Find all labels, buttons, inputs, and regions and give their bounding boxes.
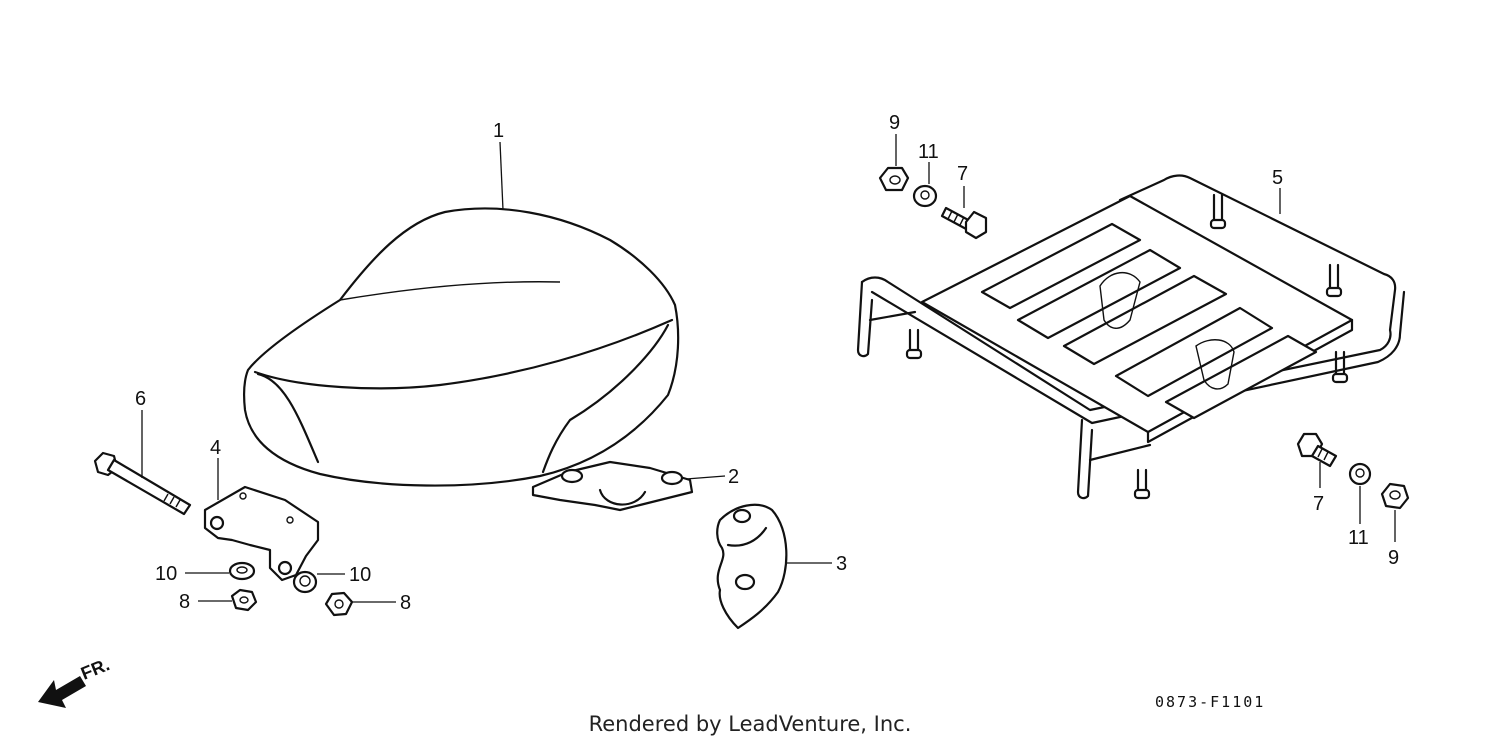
bolt-part-7-lower[interactable]: 7 — [1296, 432, 1338, 515]
washer-part-10-left[interactable]: 10 — [155, 561, 256, 585]
direction-label: FR. — [78, 654, 112, 683]
callout-8-left: 8 — [179, 591, 190, 613]
callout-9-lower: 9 — [1388, 547, 1399, 569]
callout-10-right: 10 — [349, 564, 371, 586]
callout-9-upper: 9 — [889, 112, 900, 134]
plate-part-3[interactable]: 3 — [716, 503, 847, 630]
callout-7-lower: 7 — [1313, 493, 1324, 515]
callout-2: 2 — [728, 466, 739, 488]
callout-6: 6 — [135, 388, 146, 410]
callout-4: 4 — [210, 437, 221, 459]
bracket-part-4[interactable]: 4 — [203, 437, 320, 582]
callout-5: 5 — [1272, 167, 1283, 189]
callout-10-left: 10 — [155, 563, 177, 585]
callout-8-right: 8 — [400, 592, 411, 614]
washer-part-10-right[interactable]: 10 — [292, 564, 371, 594]
washer-part-11-lower[interactable]: 11 — [1348, 462, 1372, 549]
nut-part-8-right[interactable]: 8 — [324, 591, 411, 617]
carrier-part-5[interactable]: 5 — [856, 167, 1406, 500]
bolt-part-6[interactable]: 6 — [93, 388, 192, 516]
callout-3: 3 — [836, 553, 847, 575]
nut-part-9-upper[interactable]: 9 — [878, 112, 910, 192]
callout-7-upper: 7 — [957, 163, 968, 185]
diagram-code: 0873-F1101 — [1155, 693, 1265, 711]
render-credit: Rendered by LeadVenture, Inc. — [588, 712, 912, 736]
front-direction-arrow-icon: FR. — [38, 654, 112, 708]
callout-11-upper: 11 — [918, 141, 939, 163]
callout-11-lower: 11 — [1348, 527, 1369, 549]
seat-part-1[interactable] — [242, 207, 680, 487]
hinge-part-2[interactable]: 2 — [531, 460, 739, 512]
nut-part-8-left[interactable]: 8 — [179, 588, 258, 613]
callout-1: 1 — [493, 120, 504, 142]
washer-part-11-upper[interactable]: 11 — [912, 141, 939, 208]
nut-part-9-lower[interactable]: 9 — [1380, 482, 1410, 569]
bolt-part-7-upper[interactable]: 7 — [940, 163, 988, 240]
